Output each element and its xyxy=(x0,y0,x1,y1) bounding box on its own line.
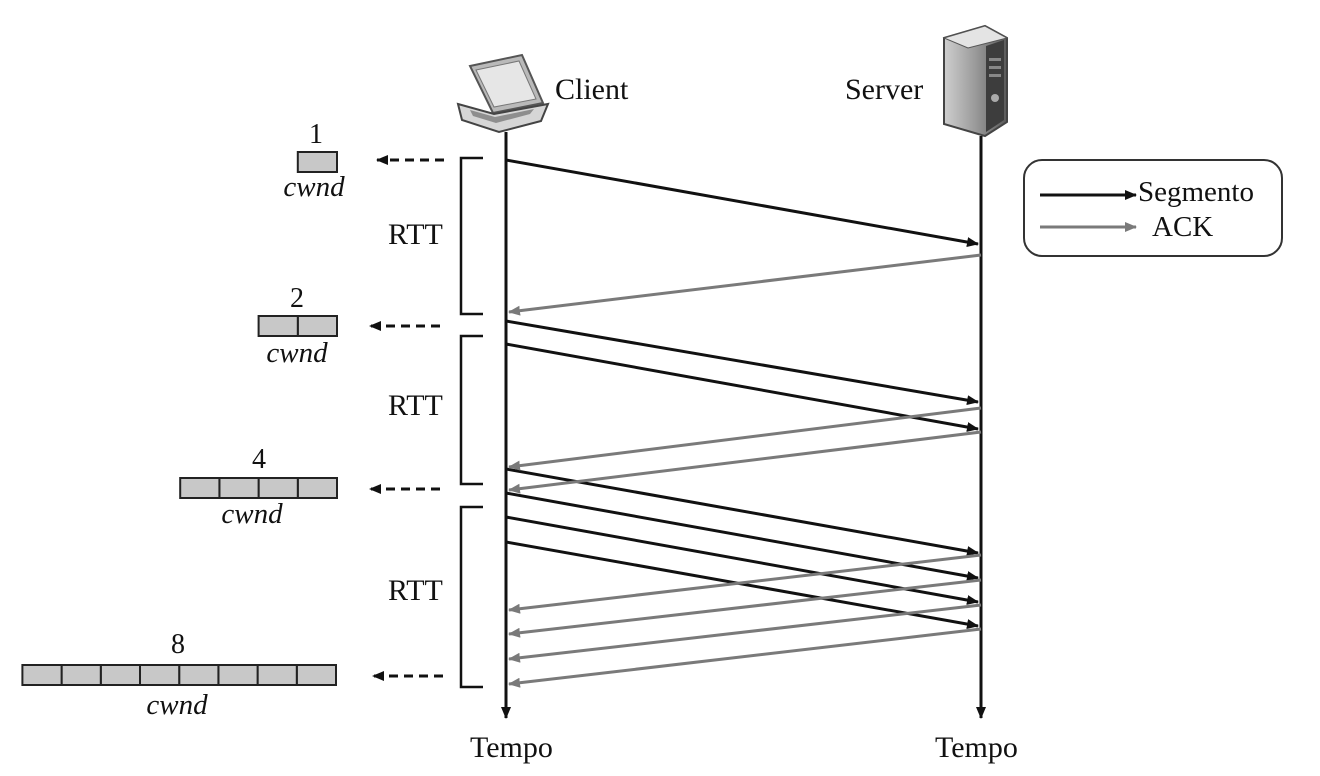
cwnd-segment-box xyxy=(178,664,220,686)
cwnd-label-1: cwnd xyxy=(283,171,345,203)
cwnd-segment-box xyxy=(139,664,181,686)
cwnd-group-1: 1 cwnd xyxy=(283,119,345,203)
cwnd-segment-box xyxy=(257,477,299,499)
cwnd-segment-box xyxy=(296,477,338,499)
ack-arrow xyxy=(508,578,982,638)
time-label-client: Tempo xyxy=(470,731,553,764)
ack-arrow xyxy=(508,627,982,688)
cwnd-label-3: cwnd xyxy=(221,498,283,530)
time-label-server: Tempo xyxy=(935,731,1018,764)
segment-arrows xyxy=(505,158,979,629)
cwnd-segment-box xyxy=(257,315,299,337)
cwnd-segment-box xyxy=(21,664,63,686)
segment-arrow xyxy=(505,491,979,581)
ack-arrow xyxy=(508,603,982,663)
cwnd-label-4: cwnd xyxy=(146,689,208,721)
cwnd-segment-box xyxy=(295,664,337,686)
segment-arrow xyxy=(505,515,979,605)
cwnd-segment-box xyxy=(217,664,259,686)
cwnd-segment-box xyxy=(296,151,338,173)
cwnd-label-2: cwnd xyxy=(266,337,328,369)
legend-ack-label: ACK xyxy=(1152,211,1213,243)
cwnd-value-2: 2 xyxy=(290,283,304,314)
ack-arrows xyxy=(508,253,982,688)
legend-segment-label: Segmento xyxy=(1138,176,1254,208)
ack-arrow xyxy=(508,406,982,471)
server-label: Server xyxy=(845,73,923,106)
rtt-label-2: RTT xyxy=(388,389,443,422)
ack-arrow xyxy=(508,253,982,316)
rtt-label-3: RTT xyxy=(388,574,443,607)
cwnd-group-3: 4 cwnd xyxy=(179,444,338,530)
cwnd-value-1: 1 xyxy=(309,119,323,150)
laptop-icon xyxy=(456,53,550,134)
cwnd-group-2: 2 cwnd xyxy=(257,283,338,369)
rtt-label-1: RTT xyxy=(388,218,443,251)
cwnd-segment-box xyxy=(60,664,102,686)
cwnd-segment-box xyxy=(179,477,221,499)
rtt-bracket-3 xyxy=(459,505,483,689)
cwnd-value-4: 8 xyxy=(171,629,185,660)
cwnd-segment-box xyxy=(296,315,338,337)
rtt-bracket-2 xyxy=(459,334,483,486)
ack-arrow xyxy=(508,430,982,494)
cwnd-group-4: 8 cwnd xyxy=(21,629,337,721)
segment-arrow xyxy=(505,158,979,247)
segment-arrow xyxy=(505,319,979,406)
legend: Segmento ACK xyxy=(1023,159,1283,257)
ack-arrow xyxy=(508,553,982,614)
legend-box xyxy=(1023,159,1283,257)
cwnd-segment-box xyxy=(99,664,142,686)
segment-arrow xyxy=(505,342,979,432)
client-label: Client xyxy=(555,73,629,106)
rtt-bracket-1 xyxy=(459,156,483,316)
cwnd-segment-box xyxy=(256,664,298,686)
segment-arrow xyxy=(505,467,979,556)
cwnd-value-3: 4 xyxy=(252,444,266,475)
cwnd-segment-box xyxy=(218,477,260,499)
server-icon xyxy=(942,24,1009,138)
